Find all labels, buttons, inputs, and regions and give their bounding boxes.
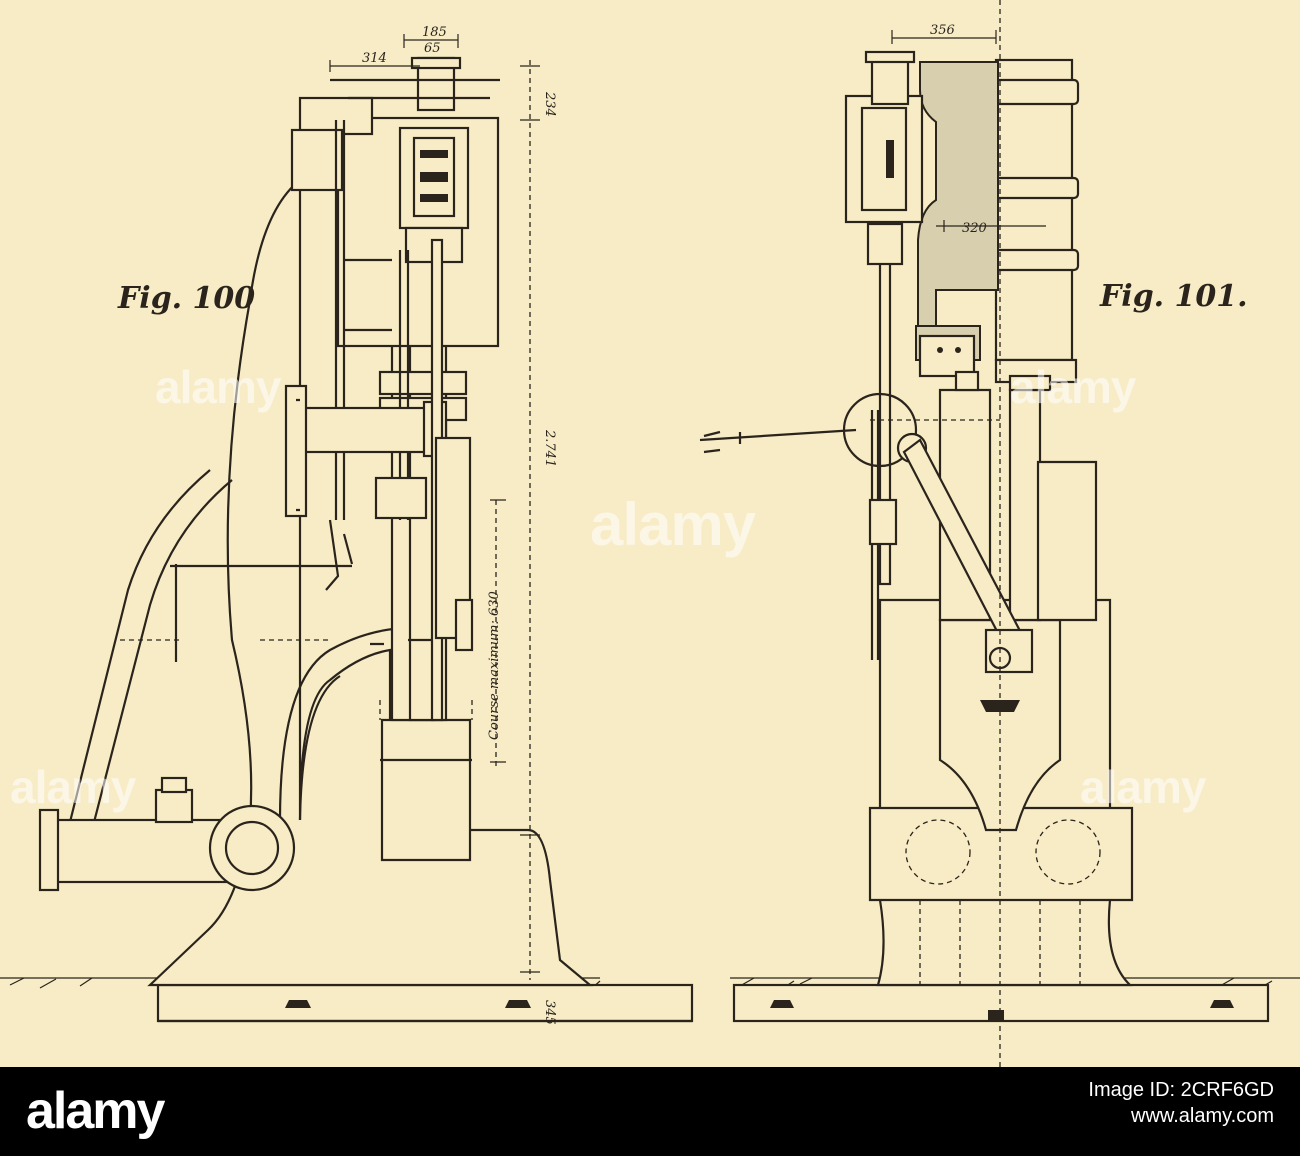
dim-320-label: 320 [962, 221, 987, 236]
technical-drawing: Fig. 100 Fig. 101. 185 65 314 234 2.741 … [0, 0, 1300, 1067]
watermark-text: alamy [1080, 761, 1206, 813]
image-id-block: Image ID: 2CRF6GD www.alamy.com [1088, 1077, 1274, 1129]
dim-65-label: 65 [424, 41, 441, 56]
dim-2741-label: 2.741 [542, 429, 557, 467]
dim-185-label: 185 [422, 25, 447, 40]
figure-101-drawing [699, 0, 1300, 1067]
dim-314-label: 314 [362, 51, 387, 66]
watermark-text: alamy [155, 361, 281, 413]
watermark-text: alamy [590, 491, 756, 558]
image-id-label: Image ID: 2CRF6GD [1088, 1079, 1274, 1101]
drawing-plate: Fig. 100 Fig. 101. 185 65 314 234 2.741 … [0, 0, 1300, 1067]
site-url: www.alamy.com [1131, 1105, 1274, 1127]
dim-345-label: 345 [542, 1000, 557, 1025]
dim-356-label: 356 [930, 23, 955, 38]
watermark-text: alamy [1010, 361, 1136, 413]
alamy-logo: alamy [26, 1082, 165, 1140]
figure-100-drawing [0, 34, 694, 1023]
fig-101-label: Fig. 101. [1099, 279, 1248, 314]
fig-100-label: Fig. 100 [117, 281, 255, 316]
footer-bar: alamy Image ID: 2CRF6GD www.alamy.com [0, 1067, 1300, 1156]
dim-234-label: 234 [542, 91, 557, 117]
watermark-text: alamy [10, 761, 136, 813]
course-maximum-label: Course maximum: 630 [487, 591, 502, 740]
